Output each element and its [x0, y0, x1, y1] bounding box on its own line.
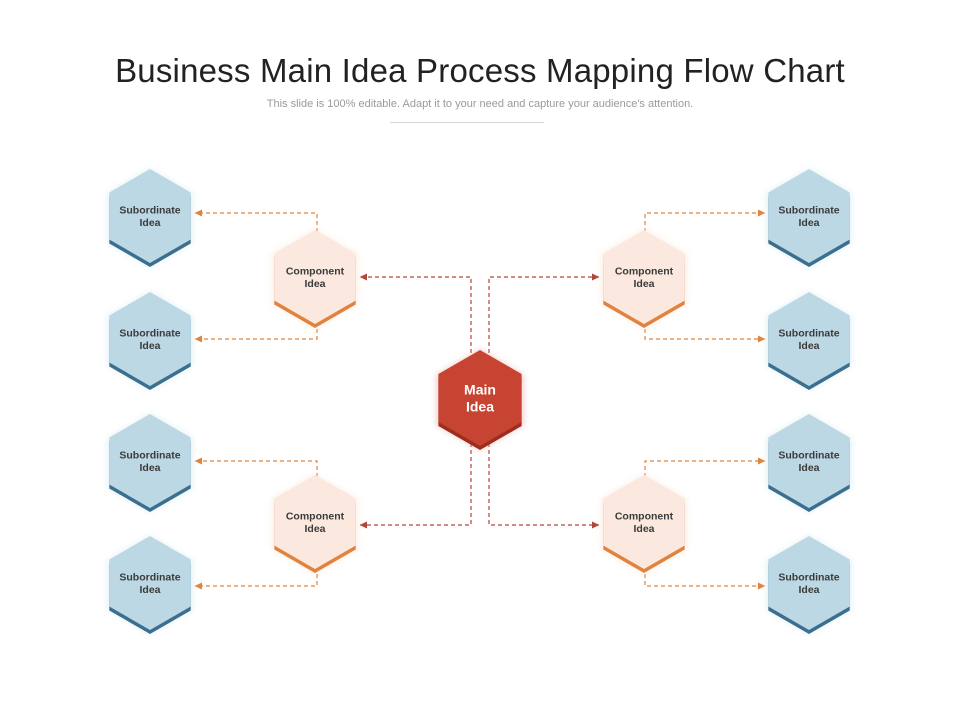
subordinate-idea-right-1-label-line: Idea	[798, 217, 819, 229]
component-idea-bottom-left-label-line: Idea	[304, 523, 325, 535]
connector-component-to-subordinate-left-3	[194, 457, 318, 477]
main-idea-shape	[438, 350, 522, 446]
connector-component-to-subordinate-right-1	[644, 209, 766, 232]
subordinate-idea-left-4-label-line: Subordinate	[119, 571, 180, 583]
connector-component-to-subordinate-right-2	[644, 322, 766, 343]
component-idea-top-right-label-line: Component	[615, 265, 674, 277]
subordinate-idea-right-3-label-line: Subordinate	[778, 449, 839, 461]
component-idea-bottom-right-label-line: Component	[615, 510, 674, 522]
component-idea-top-left-label-line: Idea	[304, 278, 325, 290]
connectors-layer	[194, 209, 766, 590]
connector-component-to-subordinate-left-1	[194, 209, 318, 232]
connector-component-to-subordinate-right-3	[644, 457, 766, 477]
subordinate-idea-left-1-shape	[109, 169, 191, 263]
subordinate-idea-left-2-shape	[109, 292, 191, 386]
subordinate-idea-right-1-shape	[768, 169, 850, 263]
connector-component-to-subordinate-left-4	[194, 567, 318, 590]
subordinate-idea-left-1-label-line: Idea	[139, 217, 160, 229]
subordinate-idea-right-4-shape	[768, 536, 850, 630]
subordinate-idea-right-1-label-line: Subordinate	[778, 204, 839, 216]
nodes-layer: SubordinateIdeaSubordinateIdeaSubordinat…	[106, 168, 853, 635]
connector-main-to-component-bottom-left	[359, 443, 472, 529]
component-idea-bottom-right-shape	[603, 475, 685, 569]
component-idea-top-right-shape	[603, 230, 685, 324]
subordinate-idea-left-3-shape	[109, 414, 191, 508]
component-idea-bottom-left-label-line: Component	[286, 510, 345, 522]
subordinate-idea-right-2-shape	[768, 292, 850, 386]
subordinate-idea-left-2-label-line: Subordinate	[119, 327, 180, 339]
subordinate-idea-left-4-label-line: Idea	[139, 584, 160, 596]
subordinate-idea-right-3-shape	[768, 414, 850, 508]
connector-main-to-component-bottom-right	[488, 443, 600, 529]
main-idea-label-line: Idea	[466, 398, 494, 414]
connector-component-to-subordinate-left-2	[194, 322, 318, 343]
component-idea-bottom-right-label-line: Idea	[633, 523, 654, 535]
connector-main-to-component-top-left	[359, 273, 472, 353]
subordinate-idea-left-3-label-line: Subordinate	[119, 449, 180, 461]
subordinate-idea-right-2-label-line: Idea	[798, 340, 819, 352]
page-subtitle: This slide is 100% editable. Adapt it to…	[266, 98, 694, 110]
main-idea-label-line: Main	[464, 382, 496, 398]
connector-main-to-component-top-right	[488, 273, 600, 353]
subordinate-idea-right-4-label-line: Subordinate	[778, 571, 839, 583]
subordinate-idea-left-2-label-line: Idea	[139, 340, 160, 352]
component-idea-top-right-label-line: Idea	[633, 278, 654, 290]
component-idea-top-left-label-line: Component	[286, 265, 345, 277]
subordinate-idea-left-3-label-line: Idea	[139, 462, 160, 474]
subordinate-idea-right-3-label-line: Idea	[798, 462, 819, 474]
component-idea-bottom-left-shape	[274, 475, 356, 569]
subordinate-idea-left-1-label-line: Subordinate	[119, 204, 180, 216]
title-divider	[390, 122, 544, 123]
subordinate-idea-right-4-label-line: Idea	[798, 584, 819, 596]
page-title: Business Main Idea Process Mapping Flow …	[115, 52, 845, 89]
subordinate-idea-left-4-shape	[109, 536, 191, 630]
component-idea-top-left-shape	[274, 230, 356, 324]
subordinate-idea-right-2-label-line: Subordinate	[778, 327, 839, 339]
connector-component-to-subordinate-right-4	[644, 567, 766, 590]
